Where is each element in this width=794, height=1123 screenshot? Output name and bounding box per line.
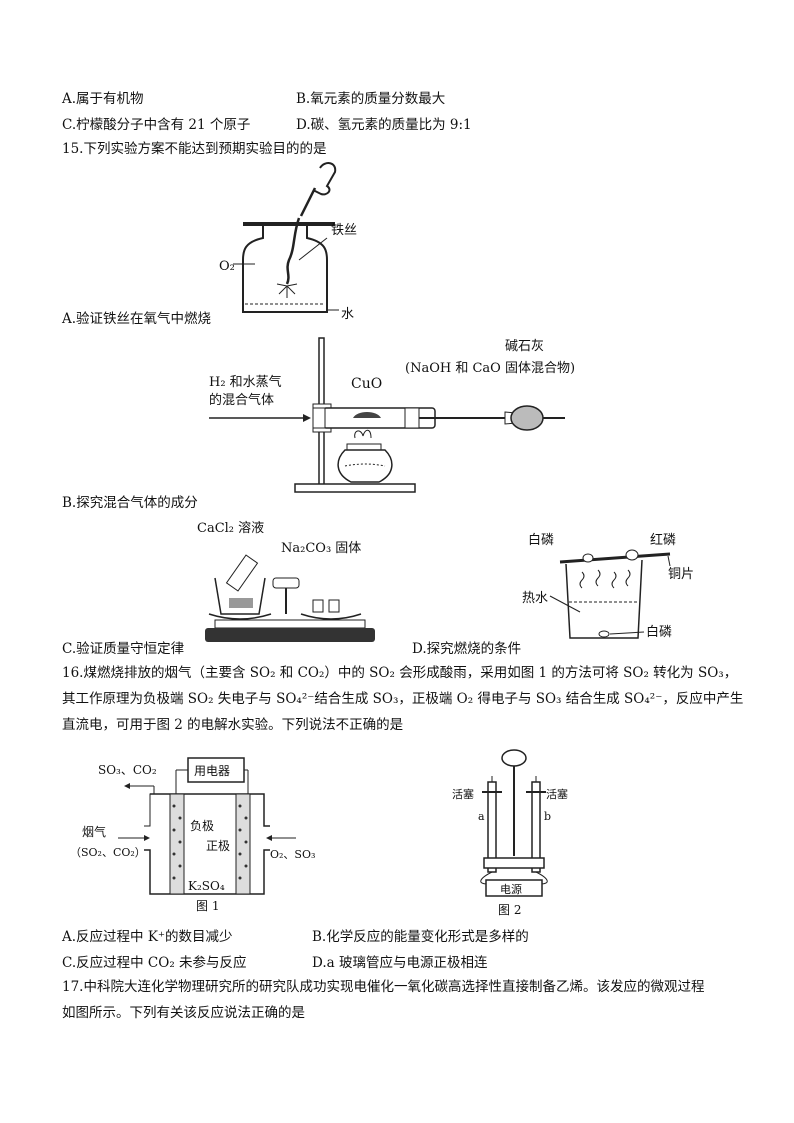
q14-option-d: D.碳、氢元素的质量比为 9:1: [296, 117, 472, 133]
label-negative-electrode: 负极: [190, 819, 214, 833]
figure-combustion-conditions: 白磷 红磷 铜片 热水 白磷: [522, 532, 694, 640]
label-gas-line1: H₂ 和水蒸气: [209, 374, 282, 390]
label-o2: O₂: [219, 259, 235, 274]
label-device: 用电器: [194, 764, 230, 778]
q15-option-b: B.探究混合气体的成分: [62, 495, 198, 511]
label-outlet-gas: SO₃、CO₂: [98, 763, 157, 777]
label-power-source: 电源: [500, 882, 522, 896]
label-na2co3: Na₂CO₃ 固体: [281, 541, 361, 556]
label-tube-a: a: [478, 810, 485, 823]
label-soda-lime-desc: (NaOH 和 CaO 固体混合物): [405, 361, 575, 376]
label-white-phosphorus: 白磷: [528, 532, 554, 548]
label-positive-electrode: 正极: [206, 839, 230, 853]
q16-stem-line2: 其工作原理为负极端 SO₂ 失电子与 SO₄²⁻结合生成 SO₃，正极端 O₂ …: [62, 691, 744, 707]
label-inlet-gas: O₂、SO₃: [270, 848, 315, 861]
label-soda-lime: 碱石灰: [505, 339, 544, 354]
label-red-phosphorus: 红磷: [650, 532, 676, 548]
q14-option-a: A.属于有机物: [62, 91, 144, 107]
label-cacl2: CaCl₂ 溶液: [197, 521, 264, 536]
q17-stem-line2: 如图所示。下列有关该反应说法正确的是: [62, 1005, 305, 1021]
q16-stem-line1: 16.煤燃烧排放的烟气（主要含 SO₂ 和 CO₂）中的 SO₂ 会形成酸雨，采…: [62, 665, 738, 681]
q15-option-a: A.验证铁丝在氧气中燃烧: [62, 311, 212, 327]
label-white-phosphorus-2: 白磷: [646, 624, 672, 640]
label-figure-1: 图 1: [196, 899, 219, 913]
label-valve-right: 活塞: [546, 787, 568, 801]
label-copper-sheet: 铜片: [668, 567, 694, 582]
label-gas-line2: 的混合气体: [209, 392, 274, 408]
figure-2-water-electrolysis: 活塞 活塞 a b 电源 图 2: [452, 749, 568, 917]
label-water: 水: [341, 307, 354, 322]
label-electrolyte: K₂SO₄: [188, 879, 225, 893]
label-figure-2: 图 2: [498, 903, 521, 917]
q16-option-a: A.反应过程中 K⁺的数目减少: [62, 929, 233, 945]
label-valve-left: 活塞: [452, 787, 474, 801]
q16-option-b: B.化学反应的能量变化形式是多样的: [312, 929, 529, 945]
q14-option-c: C.柠檬酸分子中含有 21 个原子: [62, 117, 251, 133]
label-flue-composition: （SO₂、CO₂）: [70, 846, 146, 859]
figure-balance: CaCl₂ 溶液 Na₂CO₃ 固体: [197, 521, 375, 642]
q15-option-c: C.验证质量守恒定律: [62, 641, 185, 657]
q16-stem-line3: 直流电，可用于图 2 的电解水实验。下列说法不正确的是: [62, 717, 404, 733]
q17-stem-line1: 17.中科院大连化学物理研究所的研究队成功实现电催化一氧化碳高选择性直接制备乙烯…: [62, 979, 705, 995]
label-cuo: CuO: [351, 376, 382, 392]
q16-option-c: C.反应过程中 CO₂ 未参与反应: [62, 955, 247, 971]
figure-iron-wire-combustion: 铁丝 O₂ 水: [219, 162, 357, 322]
q14-option-b: B.氧元素的质量分数最大: [296, 91, 446, 107]
q15-stem: 15.下列实验方案不能达到预期实验目的的是: [62, 141, 327, 157]
q15-option-d: D.探究燃烧的条件: [412, 641, 522, 657]
label-hot-water: 热水: [522, 591, 548, 606]
figure-mixed-gas-apparatus: H₂ 和水蒸气 的混合气体 CuO 碱石灰 (NaOH 和 CaO 固体混合物): [209, 337, 575, 493]
label-flue-gas: 烟气: [82, 824, 106, 839]
label-tube-b: b: [544, 810, 551, 823]
q16-option-d: D.a 玻璃管应与电源正极相连: [312, 955, 488, 971]
label-iron-wire: 铁丝: [331, 223, 357, 238]
figure-1-fuel-cell: SO₃、CO₂ 用电器 负极 正极 烟气 （SO₂、CO₂） O₂、SO₃ K₂…: [70, 757, 315, 913]
